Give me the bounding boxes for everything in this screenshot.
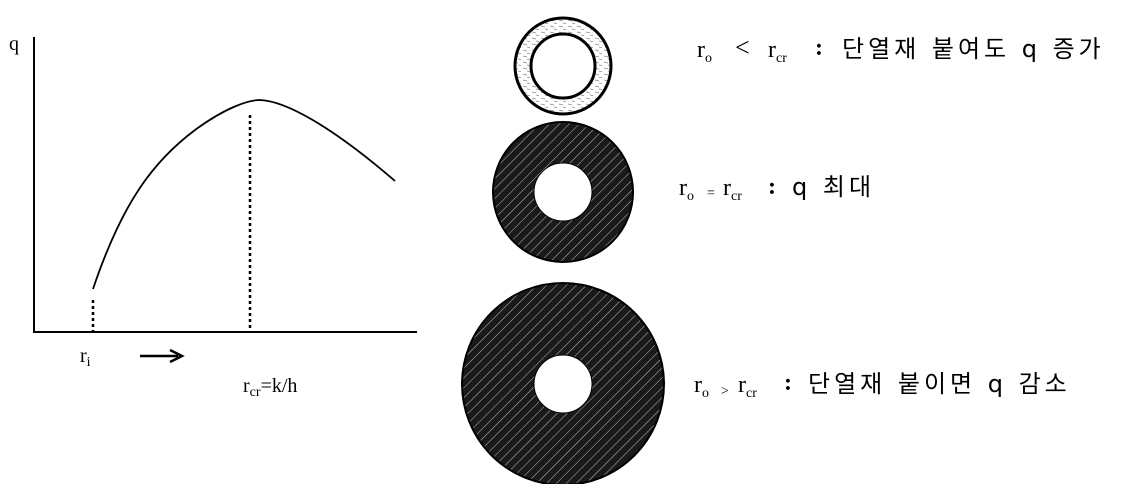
q-curve [92, 99, 396, 290]
colon: : [815, 35, 823, 61]
rcr-label: rcr=k/h [243, 375, 297, 400]
rcr-symbol: rcr [738, 372, 757, 401]
colon: : [768, 174, 776, 200]
condition-text: q 최대 [792, 173, 875, 201]
less-than-sign: < [735, 33, 750, 62]
condition-text: 단열재 붙여도 q 증가 [842, 35, 1105, 63]
critical-insulated-pipe [492, 121, 634, 263]
increasing-radius-arrow-icon [140, 348, 185, 364]
condition-text: 단열재 붙이면 q 감소 [808, 370, 1071, 398]
rcr-symbol: rcr [723, 175, 742, 204]
condition-maximum: ro = rcr : q 최대 [679, 173, 875, 204]
ro-symbol: ro [694, 372, 709, 401]
large-insulated-pipe [461, 282, 665, 484]
equals-sign: = [707, 186, 715, 201]
colon: : [784, 370, 792, 396]
q-vs-radius-graph: q ri rcr=k/h [9, 33, 417, 400]
ro-symbol: ro [679, 175, 694, 204]
condition-increase: ro < rcr : 단열재 붙여도 q 증가 [697, 33, 1105, 66]
ro-symbol: ro [697, 37, 712, 66]
y-axis-label: q [9, 33, 19, 55]
greater-than-sign: > [721, 384, 729, 399]
ri-label: ri [80, 345, 91, 370]
rcr-symbol: rcr [768, 37, 787, 66]
condition-decrease: ro > rcr : 단열재 붙이면 q 감소 [694, 370, 1071, 401]
small-insulated-pipe [513, 16, 613, 116]
